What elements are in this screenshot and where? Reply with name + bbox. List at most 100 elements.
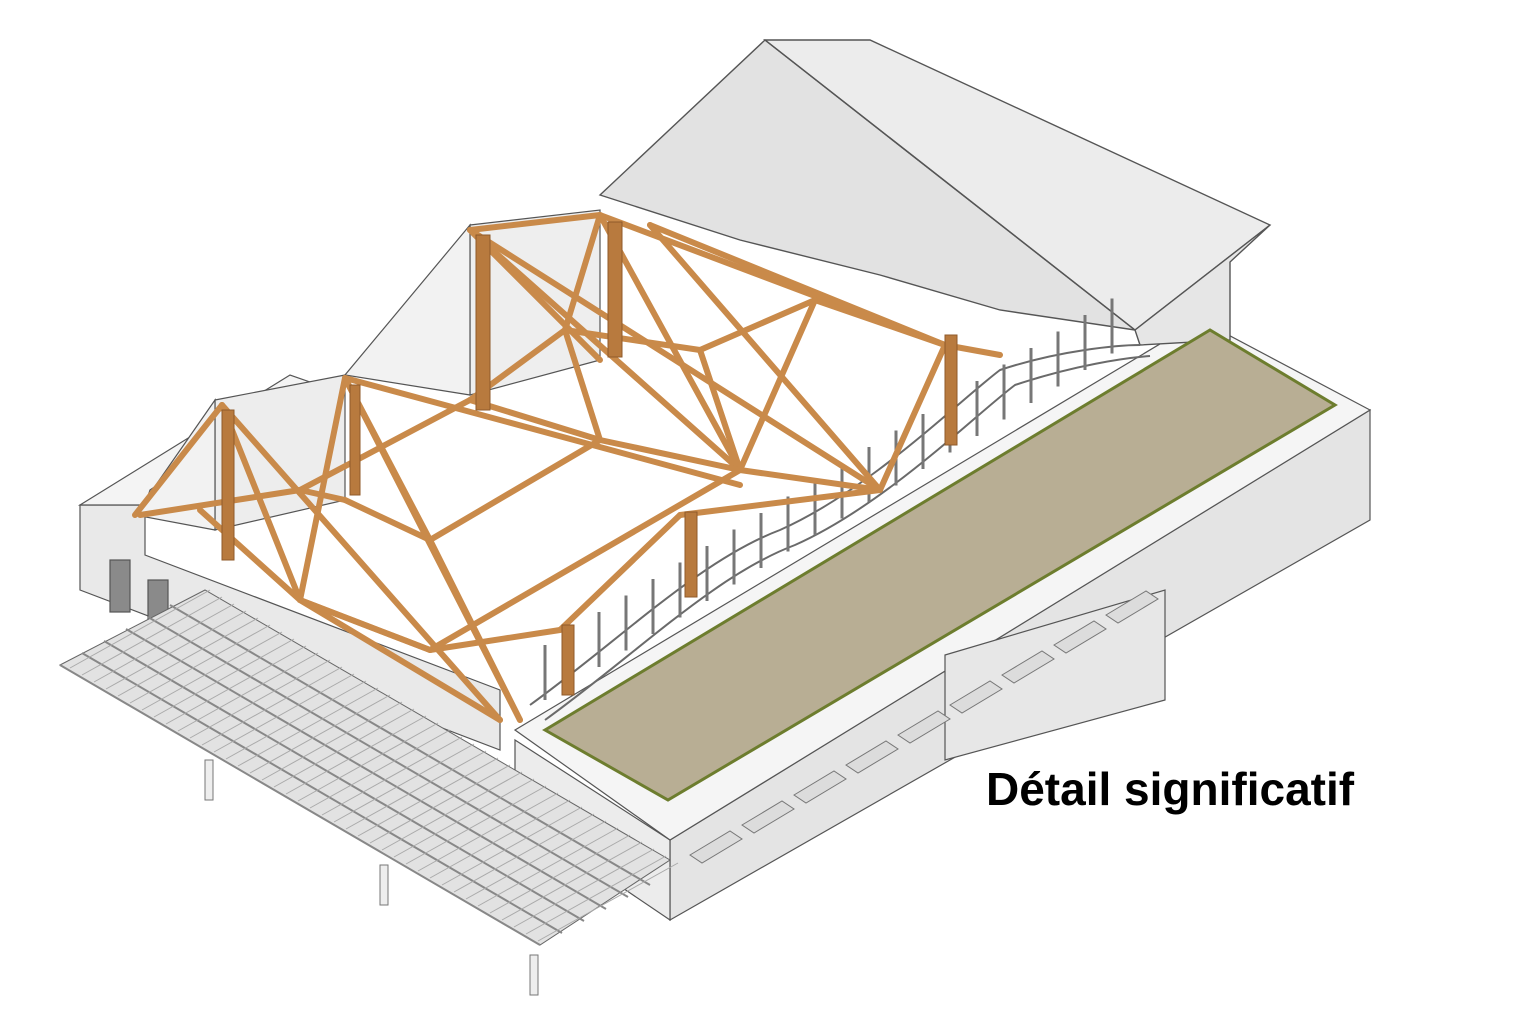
- pergola-slat: [237, 687, 379, 767]
- timber-member: [427, 467, 743, 653]
- pergola-beam: [81, 652, 563, 934]
- pergola-slat: [501, 841, 643, 921]
- pergola-slat: [405, 785, 547, 865]
- timber-member: [132, 402, 225, 518]
- pergola-slat: [201, 666, 343, 746]
- pergola-slat: [285, 715, 427, 795]
- timber-member: [677, 487, 883, 518]
- timber-member: [197, 507, 303, 603]
- door-left: [109, 559, 131, 613]
- pergola-slat: [117, 617, 259, 697]
- pergola-slat: [429, 799, 571, 879]
- pergola-beam: [59, 664, 541, 946]
- timber-member: [562, 212, 603, 333]
- pergola-beam: [169, 604, 651, 886]
- pergola-slat: [153, 638, 295, 718]
- pergola-post: [204, 759, 214, 801]
- timber-member: [297, 597, 503, 723]
- pergola-slat: [141, 631, 283, 711]
- pergola-slat: [309, 729, 451, 809]
- timber-member: [467, 397, 603, 443]
- pergola: [58, 589, 679, 996]
- pergola-slat: [513, 848, 655, 928]
- pergola-slat: [93, 603, 235, 683]
- skylight: [845, 740, 899, 774]
- skylight: [793, 770, 847, 804]
- pergola-slat: [345, 750, 487, 830]
- timber-member: [697, 297, 818, 353]
- timber-member: [737, 467, 883, 493]
- green-roof-surface: [542, 328, 1338, 802]
- timber-member: [812, 297, 948, 348]
- pergola-slat: [189, 659, 331, 739]
- skylight: [689, 830, 743, 864]
- pergola-slat: [393, 778, 535, 858]
- timber-member: [697, 347, 743, 473]
- skylight: [1001, 650, 1055, 684]
- timber-member: [297, 597, 433, 653]
- pergola-slat: [177, 652, 319, 732]
- timber-member: [342, 375, 743, 488]
- pergola-slat: [69, 589, 211, 669]
- pergola-slat: [381, 771, 523, 851]
- skylight: [949, 680, 1003, 714]
- pergola-slat: [129, 624, 271, 704]
- pergola-beam: [125, 628, 607, 910]
- timber-member: [597, 212, 743, 473]
- pergola-slat: [465, 820, 607, 900]
- timber-member: [557, 512, 683, 633]
- pergola-slat: [297, 722, 439, 802]
- pergola-post: [529, 954, 539, 996]
- green-roof: [542, 328, 1338, 802]
- timber-member: [562, 327, 703, 353]
- pergola-slat: [225, 680, 367, 760]
- pergola-slat: [525, 855, 667, 935]
- pergola-slat: [489, 834, 631, 914]
- timber-member: [137, 487, 303, 518]
- pergola-slat: [369, 764, 511, 844]
- pergola-slat: [261, 701, 403, 781]
- caption-title: Détail significatif: [986, 763, 1355, 815]
- timber-member: [467, 227, 743, 473]
- timber-member: [737, 297, 818, 473]
- high-roof: [598, 39, 1272, 346]
- skylight: [897, 710, 951, 744]
- clerestory-posts: [543, 298, 1114, 700]
- gable-mid: [343, 223, 471, 396]
- pergola-slat: [357, 757, 499, 837]
- timber-member: [877, 342, 948, 493]
- timber-member: [297, 397, 473, 493]
- timber-member: [219, 402, 503, 723]
- pergola-slat: [333, 743, 475, 823]
- timber-member: [467, 212, 603, 233]
- annex-wall: [944, 589, 1166, 761]
- timber-member: [597, 437, 743, 473]
- timber-member: [427, 627, 563, 653]
- pergola-post: [379, 864, 389, 906]
- roof-end-wall: [1134, 224, 1271, 346]
- pergola-slat: [213, 673, 355, 753]
- pergola-slat: [441, 806, 583, 886]
- timber-member: [427, 537, 523, 723]
- timber-member: [297, 487, 348, 503]
- pergola-slat: [417, 792, 559, 872]
- skylight: [741, 800, 795, 834]
- pergola-slat: [273, 708, 415, 788]
- timber-member: [219, 402, 303, 603]
- skylight: [1105, 590, 1159, 624]
- skylight-row: [689, 590, 1159, 864]
- skylight: [1053, 620, 1107, 654]
- pergola-slat: [165, 645, 307, 725]
- timber-member: [562, 327, 603, 443]
- timber-member: [342, 497, 433, 543]
- timber-member: [467, 227, 883, 493]
- timber-member: [297, 375, 348, 603]
- pergola-slat: [105, 610, 247, 690]
- pergola-beam: [103, 640, 585, 922]
- pergola-beam: [147, 616, 629, 898]
- pergola-slat: [321, 736, 463, 816]
- pergola-slat: [81, 596, 223, 676]
- pergola-slat: [249, 694, 391, 774]
- pergola-slat: [537, 862, 679, 942]
- pergola-slat: [477, 827, 619, 907]
